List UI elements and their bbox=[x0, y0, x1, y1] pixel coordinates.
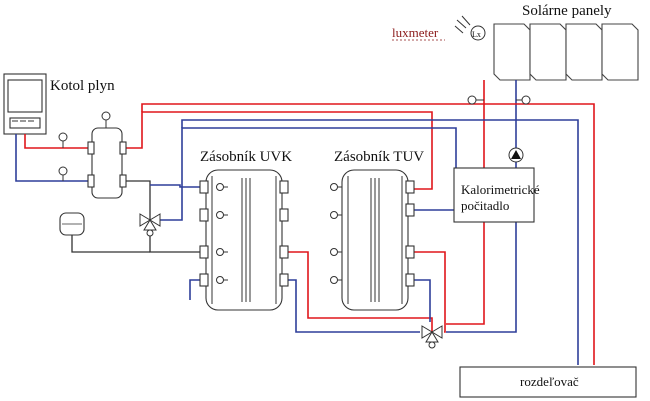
thermometer-icon bbox=[216, 183, 228, 191]
pump-icon bbox=[508, 147, 524, 163]
calorimeter bbox=[453, 167, 535, 223]
luxmeter-sensor-icon: Lx bbox=[470, 25, 486, 41]
solar-panels-label: Solárne panely bbox=[522, 3, 612, 19]
thermometer-icon bbox=[330, 276, 342, 284]
tuv-right-bottom-pipe bbox=[410, 251, 446, 333]
thermometer-icon bbox=[330, 183, 342, 191]
uvk-right-low-pipe bbox=[288, 279, 420, 333]
three-way-valve-icon bbox=[139, 213, 161, 237]
thermometer-icon bbox=[216, 211, 228, 219]
uvk-bottom-pipe bbox=[189, 279, 200, 300]
thermometer-icon bbox=[216, 276, 228, 284]
tank-tuv-label: Zásobník TUV bbox=[334, 149, 424, 165]
thermometer-icon bbox=[467, 95, 484, 105]
tank-tuv bbox=[341, 169, 415, 311]
distributor-return-pipe bbox=[181, 119, 579, 365]
boiler-supply-pipe bbox=[24, 134, 92, 149]
uvk-tuv-pipe bbox=[288, 251, 433, 332]
uvk-top-feed bbox=[150, 184, 200, 188]
expansion-pipe bbox=[71, 235, 150, 253]
tank-uvk bbox=[199, 169, 289, 311]
luxmeter-label: luxmeter bbox=[392, 25, 439, 40]
boiler-return-pipe bbox=[15, 134, 92, 182]
hot-header-pipe bbox=[122, 111, 433, 190]
distributor bbox=[459, 366, 637, 398]
sun-rays-icon bbox=[454, 15, 471, 34]
thermometer-icon bbox=[330, 248, 342, 256]
luxmeter-symbol: Lx bbox=[472, 30, 481, 39]
calorimeter-label-line2: počitadlo bbox=[461, 198, 509, 213]
return-loop-pipe bbox=[122, 180, 200, 253]
thermometer-icon bbox=[58, 132, 68, 148]
thermometer-icon bbox=[58, 166, 68, 181]
gas-boiler bbox=[3, 73, 47, 135]
hydraulic-separator bbox=[87, 127, 127, 199]
boiler-label: Kotol plyn bbox=[50, 78, 115, 94]
distributor-label: rozdeľovač bbox=[520, 374, 579, 389]
thermometer-icon bbox=[101, 111, 111, 128]
solar-panels bbox=[493, 23, 639, 81]
solar-supply-pipe bbox=[446, 80, 485, 325]
distributor-supply-pipe bbox=[141, 103, 595, 365]
calorimeter-label-line1: Kalorimetrické bbox=[461, 182, 540, 197]
thermometer-icon bbox=[330, 211, 342, 219]
three-way-valve-icon bbox=[421, 325, 443, 349]
expansion-tank-icon bbox=[59, 212, 85, 236]
thermometer-icon bbox=[516, 95, 531, 105]
thermometer-icon bbox=[216, 248, 228, 256]
tank-uvk-label: Zásobník UVK bbox=[200, 149, 292, 165]
tuv-coil-pipe bbox=[410, 279, 431, 322]
